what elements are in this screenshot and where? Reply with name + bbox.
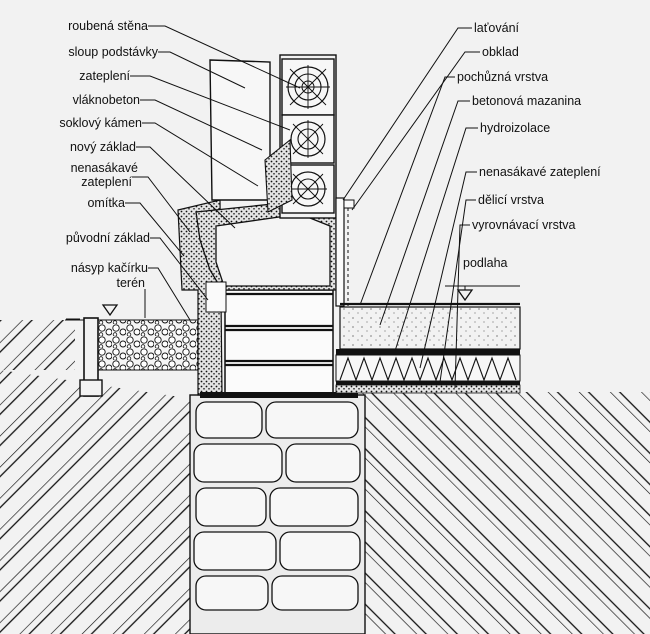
- label-insulation: zateplení: [79, 69, 130, 83]
- label-plinth-stone: soklový kámen: [59, 116, 142, 130]
- label-fibre-concrete: vláknobeton: [73, 93, 140, 107]
- gravel-fill: [65, 319, 204, 371]
- label-lathing: laťování: [474, 21, 520, 35]
- label-terrain: terén: [117, 276, 146, 290]
- edging-post: [79, 317, 103, 397]
- right-labels: laťování obklad pochůzná vrstva betonová…: [457, 21, 601, 270]
- label-waterproofing: hydroizolace: [480, 121, 550, 135]
- label-log-wall: roubená stěna: [68, 19, 148, 33]
- floor-layers: [335, 302, 521, 394]
- label-walking-layer: pochůzná vrstva: [457, 70, 548, 84]
- leader-lines: [125, 25, 480, 389]
- terrain-level-marker: [66, 304, 119, 320]
- ground-hatching: [0, 320, 650, 634]
- label-gravel: násyp kačírku: [71, 261, 148, 275]
- log-wall: [279, 54, 337, 219]
- interior-cladding: [335, 197, 355, 307]
- new-foundation: [200, 289, 358, 398]
- label-render: omítka: [87, 196, 125, 210]
- label-concrete-screed: betonová mazanina: [472, 94, 581, 108]
- label-pillar: sloup podstávky: [68, 45, 158, 59]
- label-nonabsorbent-insulation: nenasákavé zateplení: [479, 165, 601, 179]
- label-nonabsorbent-1: nenasákavé: [71, 161, 138, 175]
- stone-foundation: [189, 394, 366, 634]
- label-levelling-layer: vyrovnávací vrstva: [472, 218, 576, 232]
- label-new-foundation: nový základ: [70, 140, 136, 154]
- floor-level-marker: [445, 285, 520, 302]
- left-labels: roubená stěna sloup podstávky zateplení …: [59, 19, 158, 290]
- label-separating-layer: dělicí vrstva: [478, 193, 544, 207]
- label-nonabsorbent-2: zateplení: [81, 175, 132, 189]
- pillar: [209, 59, 293, 213]
- label-cladding: obklad: [482, 45, 519, 59]
- plinth-stone: [195, 201, 337, 313]
- label-original-foundation: původní základ: [66, 231, 150, 245]
- label-floor: podlaha: [463, 256, 508, 270]
